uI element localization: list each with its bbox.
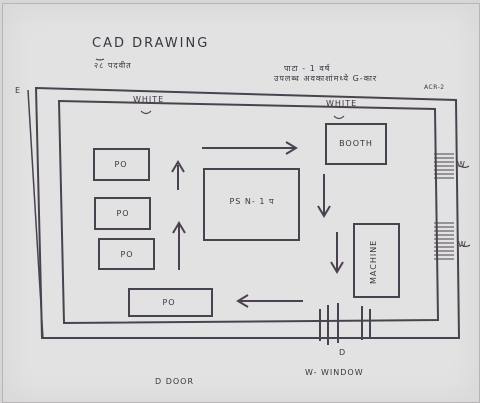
subtitle: २८ पदवीत — [94, 61, 132, 70]
po-label-4: PO — [162, 298, 176, 307]
po-box-1 — [93, 148, 150, 181]
center-label: PS N- 1 प — [229, 197, 275, 206]
top-left-label: WHITE — [133, 95, 165, 104]
window-marker-2: W — [458, 240, 467, 249]
corner-label: E — [15, 86, 22, 95]
small-tick-marks — [95, 58, 471, 248]
note-line-3: ACR-2 — [424, 84, 445, 91]
machine-label: MACHINE — [369, 239, 378, 284]
po-box-4 — [128, 288, 213, 317]
note-line-2: उपलब्ध अवकाशांमध्ये G-कार — [274, 74, 378, 83]
po-label-2: PO — [116, 209, 130, 218]
legend-window: W- WINDOW — [305, 368, 364, 377]
machine-box — [353, 223, 400, 298]
left-wall-line — [27, 89, 44, 340]
title: CAD DRAWING — [92, 36, 210, 51]
window-marker-1: W — [457, 160, 466, 169]
door-marker: D — [339, 348, 347, 357]
po-box-2 — [94, 197, 151, 230]
door-lines — [319, 303, 371, 345]
po-box-3 — [98, 238, 155, 270]
top-right-label: WHITE — [326, 99, 358, 108]
po-label-3: PO — [120, 250, 134, 259]
outer-wall — [34, 86, 461, 339]
booth-box — [325, 123, 387, 165]
po-label-1: PO — [114, 160, 128, 169]
flow-arrows — [171, 141, 344, 308]
paper — [2, 3, 480, 403]
note-line-1: पाटा - 1 वर्ष — [284, 64, 331, 73]
right-window-marks — [434, 153, 454, 260]
legend-door: D DOOR — [155, 377, 195, 386]
center-box — [203, 168, 300, 241]
booth-label: BOOTH — [339, 139, 373, 148]
inner-wall — [57, 99, 440, 325]
